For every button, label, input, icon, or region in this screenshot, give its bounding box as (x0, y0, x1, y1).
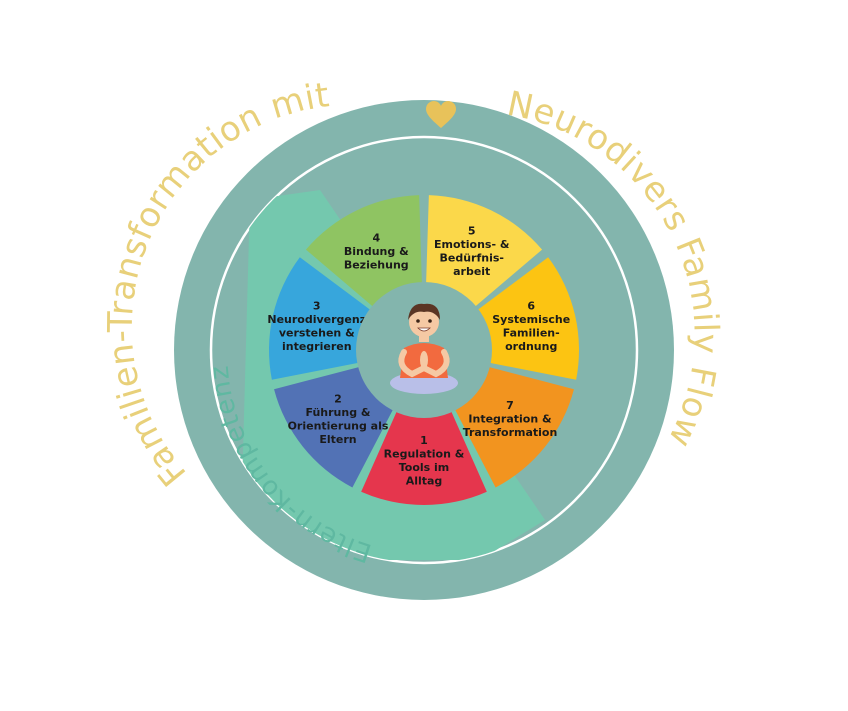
segment-label-line: Transformation (463, 426, 558, 439)
heart-icon (426, 101, 456, 128)
segment-7 (452, 365, 574, 488)
segment-5 (425, 195, 543, 310)
segment-label-line: Systemische (492, 313, 570, 326)
segment-number: 6 (527, 299, 535, 312)
segment-number: 7 (506, 399, 514, 412)
segment-label-line: Neurodivergenz (267, 313, 366, 326)
segment-number: 1 (420, 434, 428, 447)
segment-6 (473, 257, 579, 380)
segment-label-line: arbeit (453, 265, 490, 278)
segment-2 (274, 365, 396, 488)
segment-number: 5 (468, 225, 476, 238)
segment-label-line: Integration & (468, 413, 552, 426)
segment-label-line: Tools im (399, 461, 450, 474)
segment-label-line: ordnung (505, 340, 557, 353)
white-ring-line (209, 135, 639, 565)
segment-label-line: Beziehung (344, 258, 409, 271)
segment-number: 3 (313, 299, 321, 312)
segment-label-line: Familien- (503, 326, 560, 339)
segment-1 (361, 406, 487, 505)
segment-label-line: verstehen & (279, 326, 355, 339)
meditating-child-icon (390, 303, 458, 394)
segment-3 (268, 257, 375, 380)
segment-4 (305, 195, 423, 310)
segment-label-line: Orientierung als (288, 419, 389, 432)
segment-label-line: Alltag (406, 474, 443, 487)
segment-label-line: Bindung & (344, 245, 409, 258)
segment-label-line: Führung & (305, 406, 370, 419)
segment-label-line: integrieren (282, 340, 352, 353)
segment-number: 2 (334, 392, 342, 405)
segment-label-line: Bedürfnis- (439, 252, 503, 265)
segment-label-line: Eltern (319, 433, 356, 446)
segment-label-line: Regulation & (384, 447, 465, 460)
segment-label-line: Emotions- & (434, 238, 510, 251)
segment-number: 4 (372, 231, 380, 244)
